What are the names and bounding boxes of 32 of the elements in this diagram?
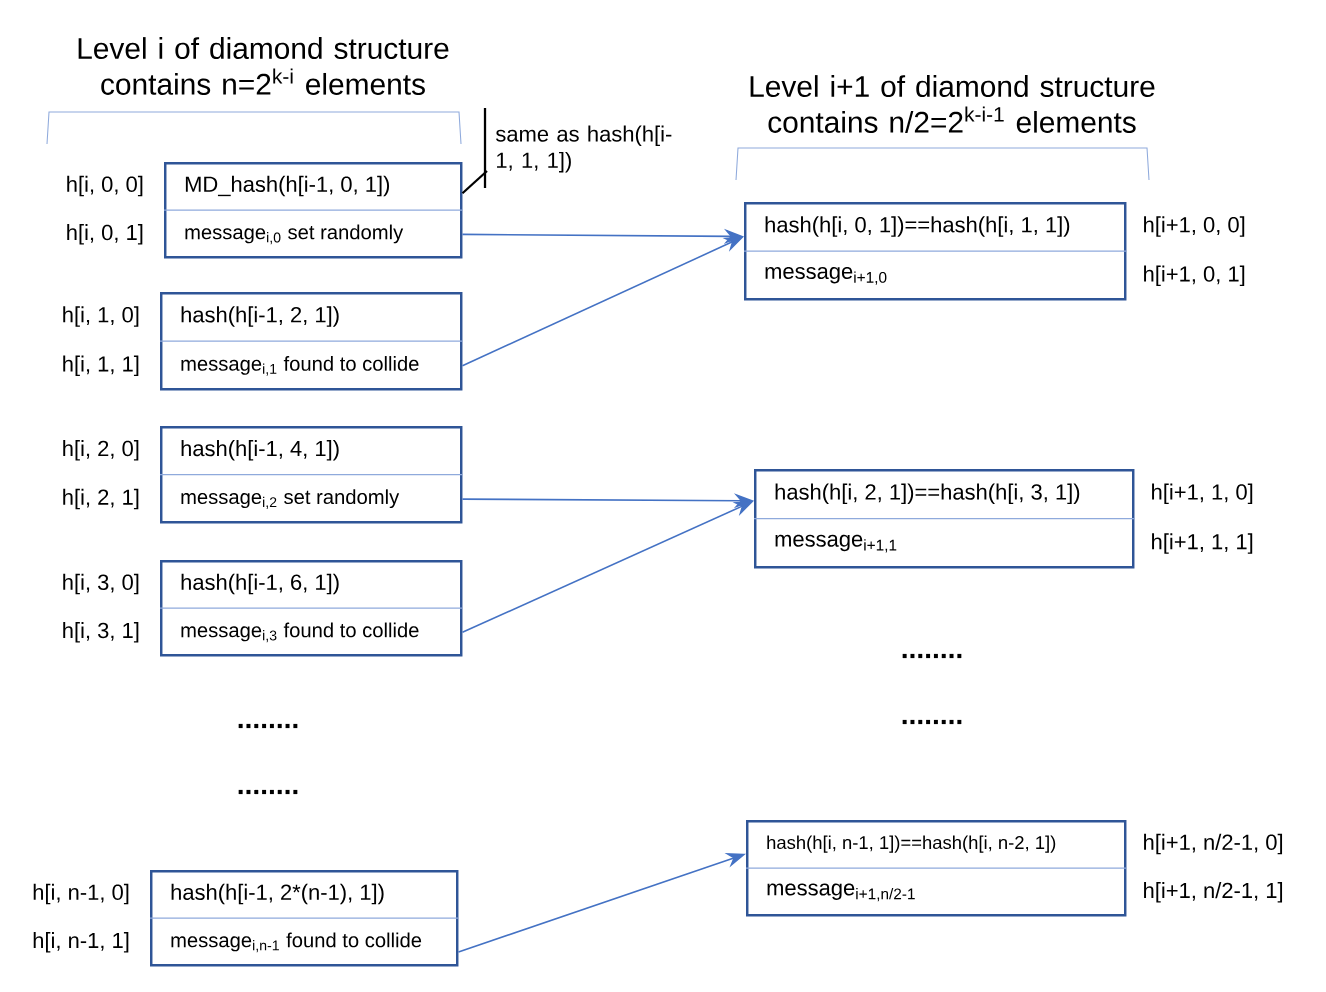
row-label: h[i, 1, 0]: [63, 306, 139, 327]
row-label: h[i, n-1, 1]: [33, 932, 129, 953]
record-box: hash(h[i-1, 4, 1]) message$_{i,2}$ set randomly: [159, 426, 464, 524]
row-label: h[i, 0, 0]: [67, 175, 143, 197]
ellipsis-dots: ........: [238, 723, 298, 729]
ellipsis-dots: ........: [238, 789, 298, 795]
record-box: hash(h[i, 2, 1])==hash(h[i, 3, 1]) message$_{i+1,1}$: [753, 469, 1136, 569]
row-label: h[i+1, 1, 0]: [1152, 483, 1253, 505]
row-label: h[i, 3, 1]: [63, 622, 139, 643]
row-label: h[i, 3, 0]: [63, 573, 139, 595]
record-box: hash(h[i, 0, 1])==hash(h[i, 1, 1]) message$_{i+1,0}$: [743, 202, 1128, 301]
row-label: h[i+1, n/2-1, 0]: [1144, 833, 1283, 855]
row-label: h[i+1, 0, 0]: [1144, 216, 1245, 237]
ellipsis-dots: ........: [902, 653, 962, 659]
row-label: h[i+1, 1, 1]: [1152, 533, 1253, 554]
row-label: h[i, n-1, 0]: [33, 883, 129, 905]
heading: Level i of diamond structure contains n=2$^{k-i}$ elements: [78, 37, 449, 95]
record-box: hash(h[i-1, 6, 1]) message$_{i,3}$ found to collide: [159, 560, 464, 657]
record-box: hash(h[i-1, 2, 1]) message$_{i,1}$ found to collide: [159, 292, 464, 391]
row-label: h[i, 1, 1]: [63, 355, 139, 377]
ellipsis-dots: ........: [902, 719, 962, 725]
record-box: MD_hash(h[i-1, 0, 1]) message$_{i,0}$ set randomly: [163, 162, 464, 259]
row-label: h[i, 0, 1]: [67, 224, 143, 245]
row-label: h[i+1, 0, 1]: [1144, 265, 1245, 287]
note-text: same as hash(h[i-1, 1, 1]): [495, 125, 672, 173]
record-box: hash(h[i-1, 2*(n-1), 1]) message$_{i,n-1}$ found to collide: [149, 870, 460, 967]
record-box: hash(h[i, n-1, 1])==hash(h[i, n-2, 1]) message$_{i+1,n/2-1}$: [745, 820, 1128, 917]
leader-line: [461, 170, 488, 195]
heading: Level i+1 of diamond structure contains n/2=2$^{k-i-1}$ elements: [750, 75, 1155, 133]
row-label: h[i+1, n/2-1, 1]: [1144, 882, 1283, 903]
row-label: h[i, 2, 1]: [63, 488, 139, 510]
row-label: h[i, 2, 0]: [63, 440, 139, 461]
